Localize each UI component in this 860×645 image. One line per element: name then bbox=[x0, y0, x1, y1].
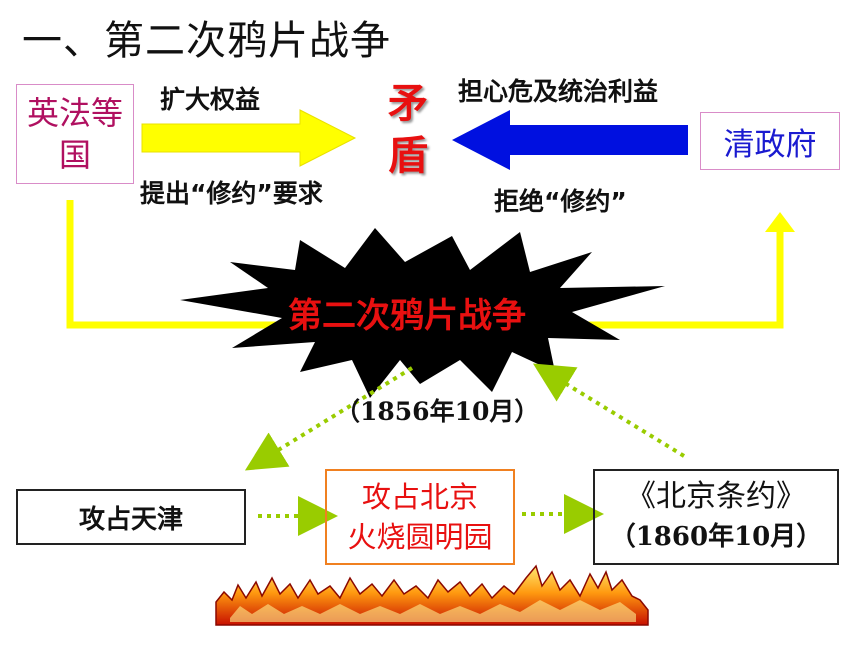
left-motive-label: 扩大权益 bbox=[160, 85, 261, 114]
dotted-arrow-to-tianjin bbox=[244, 366, 414, 471]
left-arrow bbox=[141, 109, 357, 167]
war-label: 第二次鸦片战争 bbox=[288, 296, 526, 336]
right-action-label: 拒绝“修约” bbox=[494, 187, 627, 216]
explosion-burst-icon bbox=[180, 228, 665, 398]
treaty-date: （1860年10月） bbox=[609, 522, 823, 552]
war-start-date: （1856年10月） bbox=[335, 397, 540, 426]
connector-up-arrowhead bbox=[765, 212, 795, 232]
dotted-arrow-treaty-war bbox=[532, 363, 686, 458]
event-capture-tianjin: 攻占天津 bbox=[16, 489, 246, 545]
event-beijing-line1: 攻占北京 bbox=[361, 480, 478, 514]
event-capture-beijing: 攻占北京 火烧圆明园 bbox=[325, 469, 515, 565]
conflict-label: 矛盾 bbox=[388, 80, 428, 179]
event-beijing-line2: 火烧圆明园 bbox=[347, 520, 493, 554]
right-arrow bbox=[452, 110, 688, 170]
right-motive-label: 担心危及统治利益 bbox=[458, 77, 659, 106]
fire-flames-icon bbox=[215, 564, 649, 626]
treaty-name: 《北京条约》 bbox=[626, 479, 806, 514]
event-treaty-beijing: 《北京条约》 （1860年10月） bbox=[593, 469, 839, 565]
qing-government-box: 清政府 bbox=[700, 112, 840, 170]
britain-france-box: 英法等国 bbox=[16, 84, 134, 184]
page-title: 一、第二次鸦片战争 bbox=[22, 18, 391, 64]
left-demand-label: 提出“修约”要求 bbox=[140, 179, 323, 208]
